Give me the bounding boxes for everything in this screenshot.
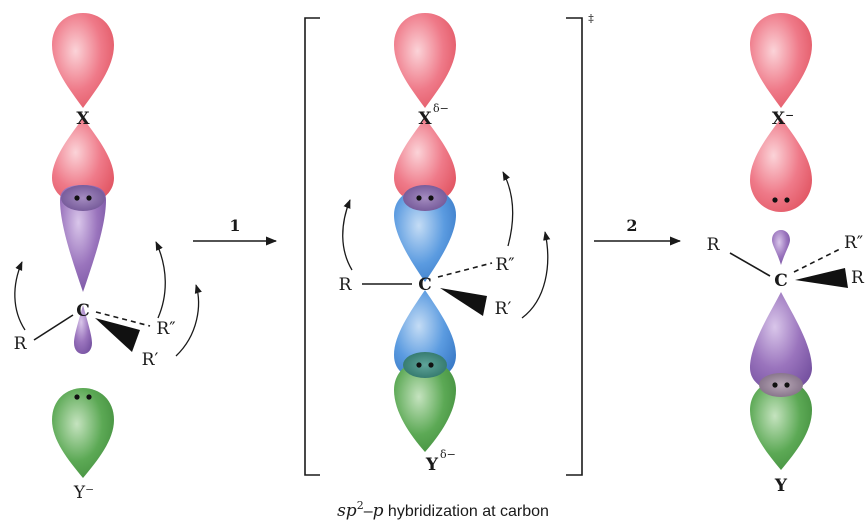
ts-x-partial-charge: δ− <box>433 102 449 115</box>
caption-rest: hybridization at carbon <box>383 503 548 520</box>
reactant-r-label: R <box>14 334 28 354</box>
carbon-p-orbital-upper-lobe <box>394 188 456 282</box>
bracket-right <box>566 17 583 476</box>
product-complex: X⁻ C R R″ R Y <box>707 13 865 496</box>
x-orbital-top-lobe <box>394 13 456 108</box>
caption-superscript: 2 <box>357 499 364 512</box>
reactant-complex: X C R R″ R′ Y⁻ <box>14 13 202 503</box>
electron-dot <box>784 197 790 203</box>
caption-dash: – <box>364 503 373 520</box>
transition-state: ‡ X δ− C R R″ R′ Y δ− <box>304 12 594 476</box>
reactant-y-label: Y⁻ <box>73 483 94 503</box>
electron-dot <box>86 394 92 400</box>
bond-c-r-double-prime-dashed <box>95 311 151 327</box>
ts-y-label: Y <box>425 455 439 475</box>
reactant-x-label: X <box>76 109 90 129</box>
carbon-sp3-small-lobe <box>74 305 92 354</box>
step-2-label: 2 <box>626 216 637 235</box>
caption-p: p <box>373 501 384 521</box>
bond-c-r-double-prime-dashed <box>437 262 493 278</box>
bracket-left <box>304 17 320 476</box>
electron-dot <box>86 195 92 201</box>
caption-sp: sp <box>337 501 357 521</box>
product-r-double-prime-label: R″ <box>844 233 863 253</box>
caption: sp2–p hybridization at carbon <box>337 499 549 521</box>
bond-c-r-prime-wedge <box>95 318 140 352</box>
electron-dot <box>784 382 790 388</box>
ts-r-label: R <box>339 275 353 295</box>
electron-dot <box>416 195 422 201</box>
bond-c-r-prime-wedge <box>795 268 848 288</box>
electron-dot <box>416 362 422 368</box>
y-orbital <box>750 380 812 470</box>
electron-dot <box>428 195 434 201</box>
product-x-label: X⁻ <box>772 109 794 129</box>
bond-c-r <box>729 252 771 277</box>
electron-dot <box>772 197 778 203</box>
x-c-orbital-overlap <box>61 185 105 211</box>
y-nucleophile-orbital <box>394 360 456 452</box>
double-dagger-symbol: ‡ <box>588 12 594 25</box>
bond-c-r-double-prime-dashed <box>793 248 841 273</box>
x-leaving-group-bottom-lobe <box>750 118 812 212</box>
electron-dot <box>428 362 434 368</box>
ts-r-double-prime-label: R″ <box>495 255 514 275</box>
ts-x-label: X <box>418 109 432 129</box>
bond-c-r <box>33 314 74 341</box>
curved-arrow-r <box>342 199 353 271</box>
reaction-arrow-step-2: 2 <box>594 216 682 246</box>
curved-arrow-r-double-prime <box>155 241 166 319</box>
electron-dot <box>772 382 778 388</box>
reaction-arrow-step-1: 1 <box>193 216 278 246</box>
x-leaving-group-top-lobe <box>750 13 812 108</box>
x-c-orbital-overlap <box>403 185 447 211</box>
curved-arrow-r-prime <box>175 284 202 357</box>
electron-dot <box>74 195 80 201</box>
c-y-orbital-overlap <box>403 352 447 378</box>
product-r-prime-label: R <box>851 268 865 288</box>
reactant-c-label: C <box>76 301 90 321</box>
bond-c-r-prime-wedge <box>440 288 487 316</box>
curved-arrow-r-prime <box>521 231 551 319</box>
curved-arrow-r <box>14 261 26 331</box>
carbon-sp3-large-lobe <box>60 185 106 292</box>
x-orbital-top-lobe <box>52 13 114 108</box>
x-orbital-bottom-lobe <box>52 118 114 204</box>
y-nucleophile-orbital <box>52 388 114 478</box>
electron-dot <box>74 394 80 400</box>
ts-c-label: C <box>418 275 432 295</box>
x-orbital-bottom-lobe <box>394 118 456 204</box>
reactant-r-double-prime-label: R″ <box>156 319 175 339</box>
ts-r-prime-label: R′ <box>495 299 512 319</box>
product-r-label: R <box>707 235 721 255</box>
product-y-label: Y <box>774 476 788 496</box>
c-y-orbital-overlap <box>759 373 803 397</box>
curved-arrow-r-double-prime <box>502 171 514 247</box>
product-c-label: C <box>774 271 788 291</box>
reactant-r-prime-label: R′ <box>142 350 159 370</box>
carbon-sp3-large-lobe <box>750 292 812 392</box>
step-1-label: 1 <box>229 216 240 235</box>
carbon-sp3-small-lobe <box>772 230 790 265</box>
ts-y-partial-charge: δ− <box>440 448 456 461</box>
